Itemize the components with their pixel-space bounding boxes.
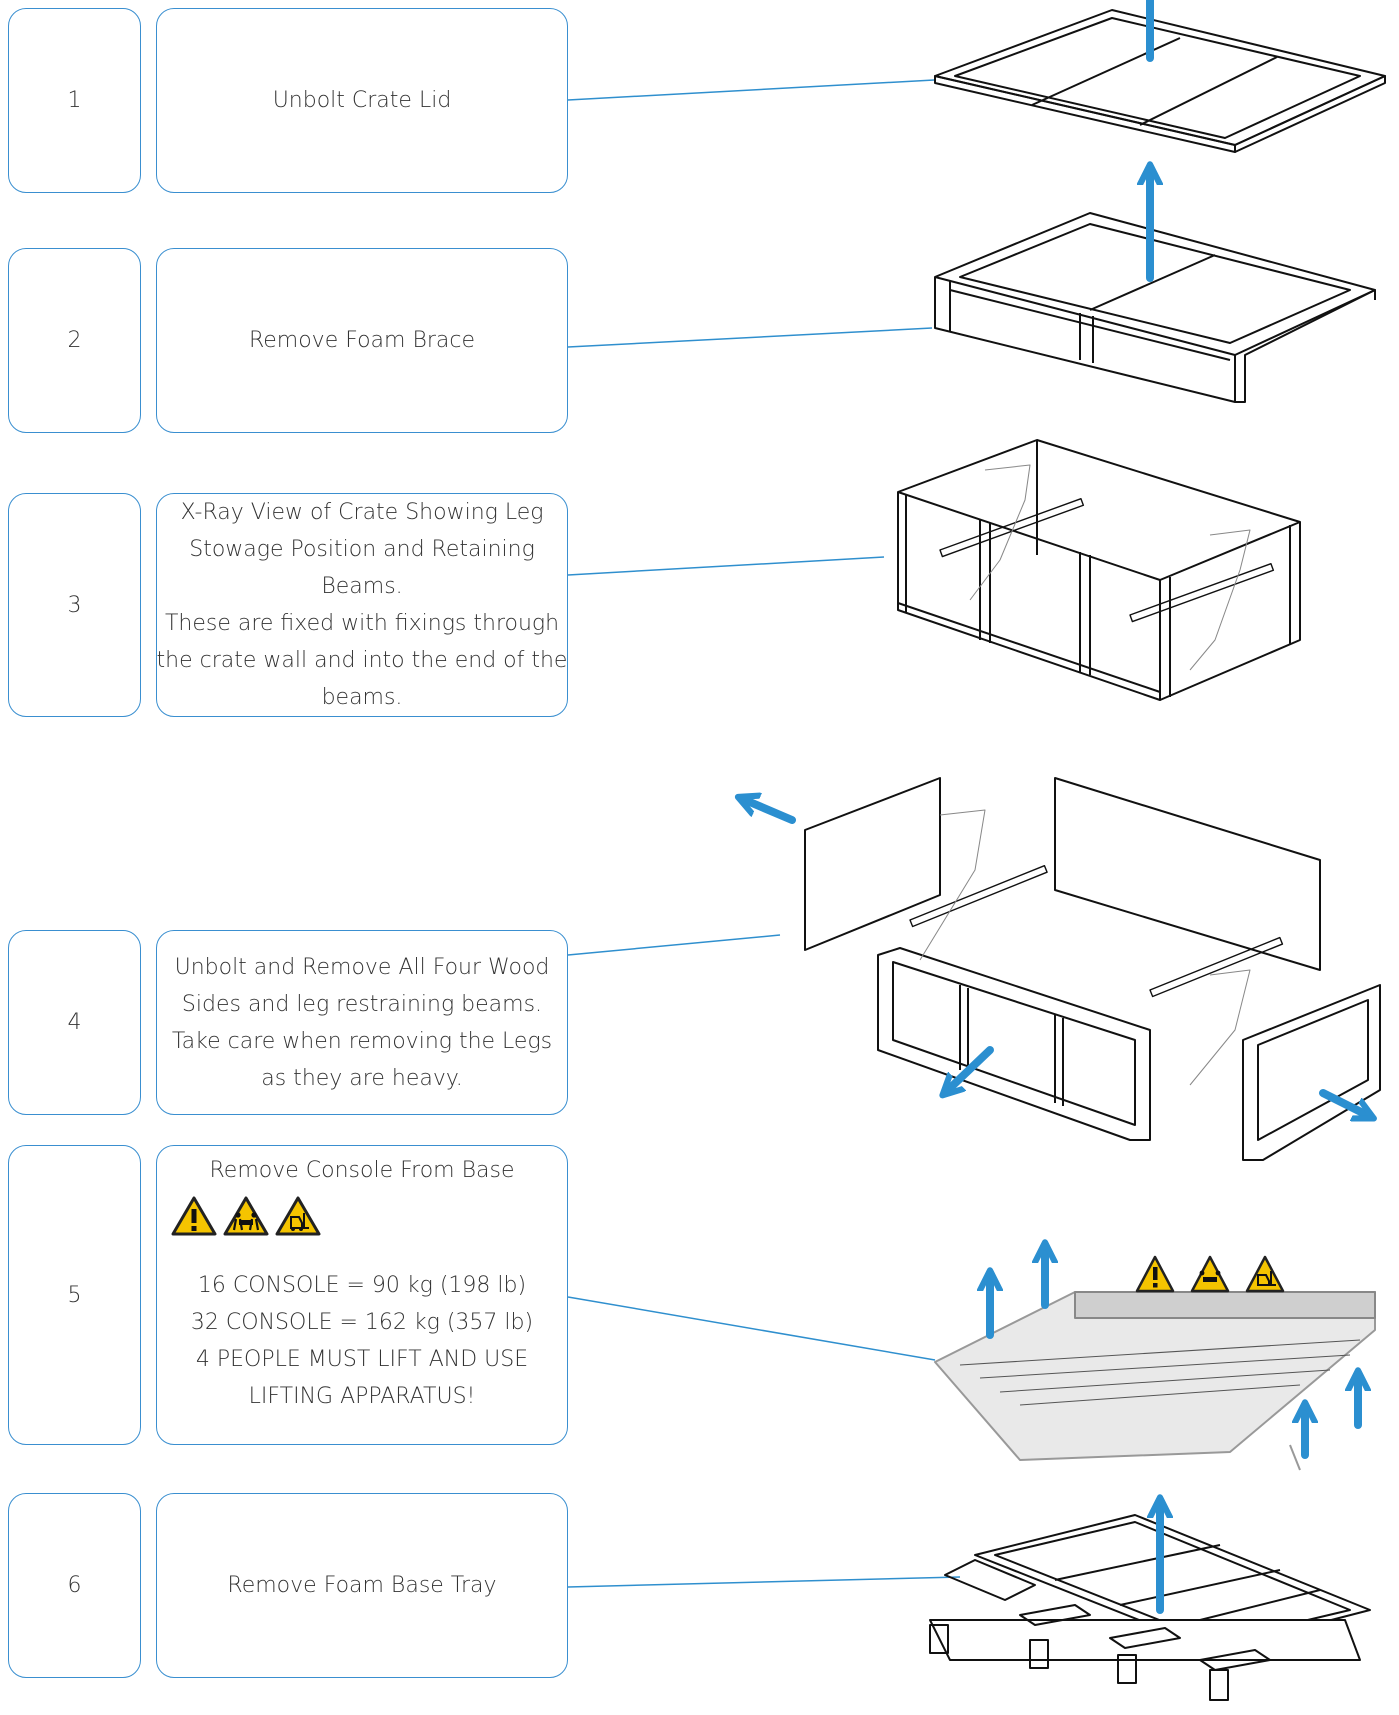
warning-exclamation-icon — [171, 1196, 217, 1236]
step-1-text-box: Unbolt Crate Lid — [156, 8, 568, 193]
crate-lid-illustration — [934, 9, 1386, 153]
step-1-number-box: 1 — [8, 8, 141, 193]
step-5-line-2: 32 CONSOLE = 162 kg (357 lb) — [190, 1310, 534, 1335]
step-5-line-3: 4 PEOPLE MUST LIFT AND USE — [195, 1347, 529, 1372]
step-3-line-5: the crate wall and into the end of the — [156, 648, 568, 673]
step-4-connector — [567, 934, 781, 956]
step-5-line-4: LIFTING APPARATUS! — [248, 1384, 476, 1409]
step-4-line-1: Unbolt and Remove All Four Wood — [174, 954, 550, 980]
step-4-number-box: 4 — [8, 930, 141, 1115]
step-6-connector — [567, 1576, 961, 1588]
step-3-line-3: Beams. — [321, 574, 403, 599]
side-out-arrow-2 — [948, 1046, 994, 1090]
xray-crate-illustration — [897, 439, 1301, 701]
exploded-crate-sides-illustration — [804, 777, 1381, 1161]
step-4-line-4: as they are heavy. — [261, 1065, 463, 1091]
step-5-number: 5 — [67, 1282, 82, 1308]
step-5-line-1: 16 CONSOLE = 90 kg (198 lb) — [197, 1273, 527, 1298]
side-out-arrow-1 — [745, 800, 796, 824]
foam-brace-illustration — [934, 212, 1376, 403]
step-6-text: Remove Foam Base Tray — [227, 1573, 497, 1598]
step-3-line-4: These are fixed with fixings through — [164, 611, 560, 636]
step-1-number: 1 — [67, 88, 82, 113]
step-2-connector — [567, 327, 933, 348]
console-warning-icons — [1135, 1255, 1285, 1293]
forklift-icon — [1245, 1255, 1285, 1293]
step-3-connector — [567, 556, 885, 576]
warning-icons-row — [171, 1195, 321, 1237]
step-4-text-box: Unbolt and Remove All Four Wood Sides an… — [156, 930, 568, 1115]
step-3-line-6: beams. — [321, 685, 403, 710]
step-6-number-box: 6 — [8, 1493, 141, 1678]
step-5-title: Remove Console From Base — [209, 1158, 515, 1183]
step-4-number: 4 — [67, 1010, 82, 1035]
step-5-number-box: 5 — [8, 1145, 141, 1445]
step-1-text: Unbolt Crate Lid — [272, 88, 452, 113]
step-2-number: 2 — [67, 328, 82, 353]
step-1-connector — [567, 79, 935, 101]
step-3-line-1: X-Ray View of Crate Showing Leg — [180, 500, 544, 525]
side-out-arrow-3 — [1319, 1089, 1367, 1115]
step-4-line-3: Take care when removing the Legs — [171, 1028, 553, 1054]
step-4-line-2: Sides and leg restraining beams. — [181, 991, 543, 1017]
step-2-number-box: 2 — [8, 248, 141, 433]
warning-exclamation-icon — [1135, 1255, 1175, 1293]
step-3-text-box: X-Ray View of Crate Showing Leg Stowage … — [156, 493, 568, 717]
step-5-connector — [567, 1296, 936, 1361]
step-3-number: 3 — [67, 592, 82, 618]
step-6-number: 6 — [67, 1573, 82, 1598]
step-3-line-2: Stowage Position and Retaining — [189, 537, 535, 562]
step-5-text-box: Remove Console From Base 16 CONSOLE = 90… — [156, 1145, 568, 1445]
step-2-text: Remove Foam Brace — [248, 328, 476, 353]
two-person-lift-icon — [1190, 1255, 1230, 1293]
console-illustration — [934, 1291, 1376, 1471]
step-3-number-box: 3 — [8, 493, 141, 717]
foam-base-tray-illustration — [929, 1514, 1371, 1701]
step-6-text-box: Remove Foam Base Tray — [156, 1493, 568, 1678]
two-person-lift-icon — [223, 1196, 269, 1236]
forklift-icon — [275, 1196, 321, 1236]
step-2-text-box: Remove Foam Brace — [156, 248, 568, 433]
